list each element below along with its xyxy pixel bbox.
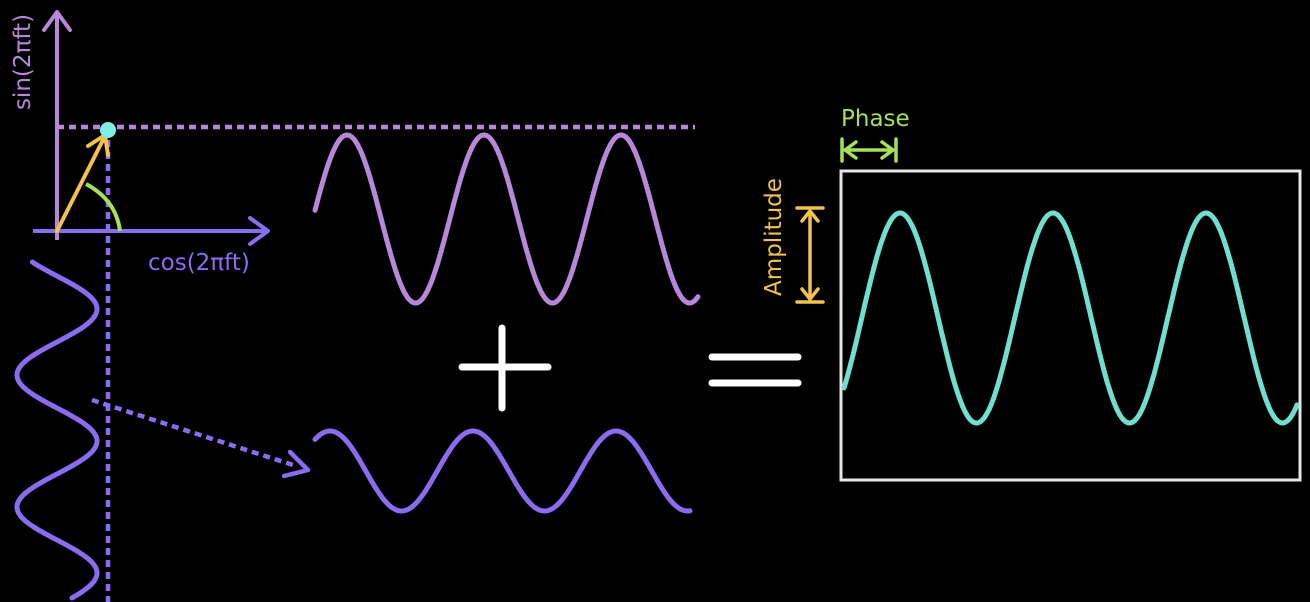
vertical-cosine-wave (14, 259, 100, 601)
amplitude-label: Amplitude (761, 178, 787, 296)
angle-arc (85, 182, 122, 232)
phase-marker (840, 137, 898, 163)
cosine-transfer-arrow (91, 397, 297, 469)
cosine-wave (312, 428, 693, 514)
phase-label: Phase (841, 106, 910, 132)
equals-operator (708, 353, 802, 387)
phasor-line (55, 136, 106, 233)
phasor-tip-dot (100, 122, 116, 138)
plus-operator (458, 324, 552, 412)
cosine-transfer-arrowhead (281, 449, 311, 479)
result-wave (841, 210, 1300, 426)
cos-axis-label: cos(2πft) (148, 250, 250, 276)
sin-axis-label: sin(2πft) (10, 14, 36, 110)
sine-wave (312, 132, 701, 306)
result-frame (839, 169, 1302, 482)
cos-axis-arrowhead (248, 216, 270, 246)
amplitude-marker (795, 206, 825, 304)
sin-axis-arrowhead (42, 10, 72, 32)
